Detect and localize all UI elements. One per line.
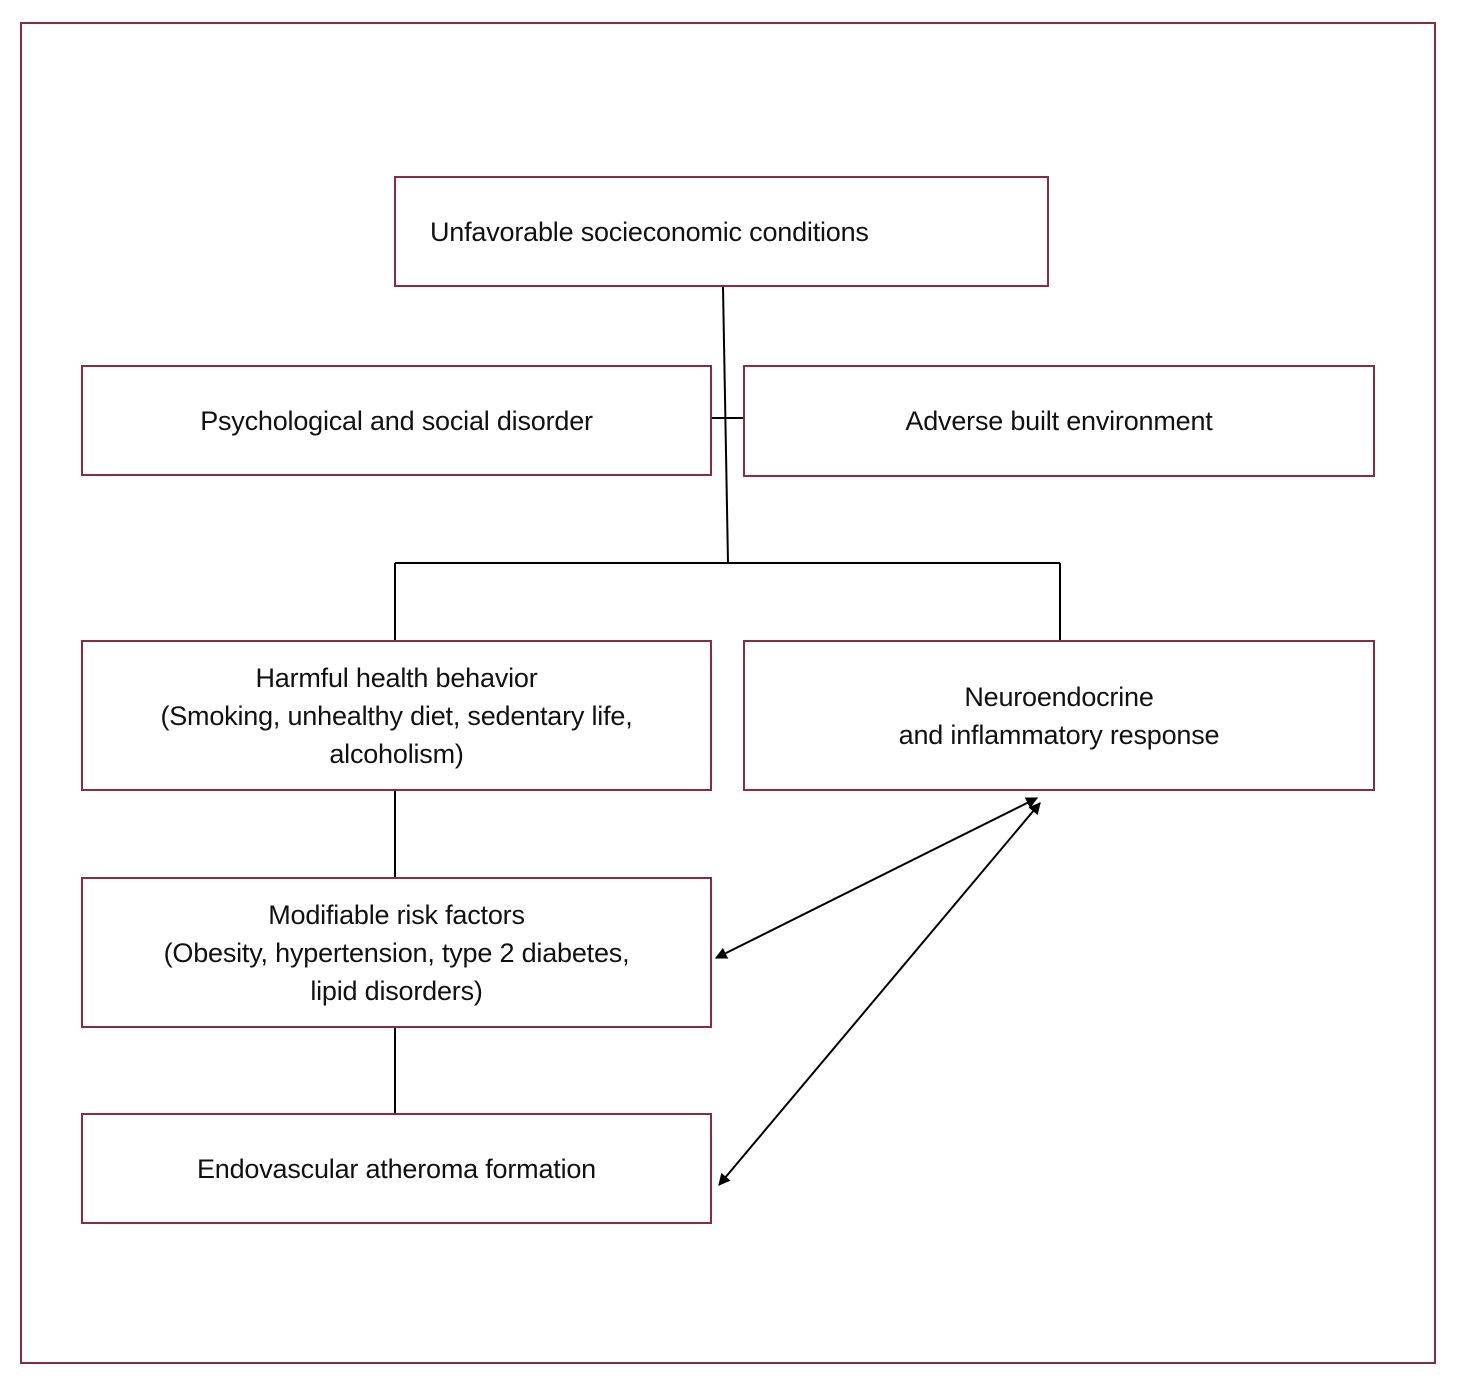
node-harmful-health-behavior: Harmful health behavior (Smoking, unheal… [81,640,712,791]
node-title: Neuroendocrine [964,681,1154,712]
node-detail: lipid disorders) [310,975,483,1006]
node-adverse-built-environment: Adverse built environment [743,365,1375,477]
node-modifiable-risk-factors: Modifiable risk factors (Obesity, hypert… [81,877,712,1028]
diagram-frame [20,22,1436,1364]
node-title: Harmful health behavior [255,662,538,693]
node-detail: alcoholism) [329,738,464,769]
node-psychological-social-disorder: Psychological and social disorder [81,365,712,476]
edge-top-trunk [722,286,729,564]
node-text: Psychological and social disorder [200,405,593,436]
node-unfavorable-socioeconomic-conditions: Unfavorable socieconomic conditions [394,176,1049,287]
arrow-neuro-risk [714,797,1039,959]
node-endovascular-atheroma-formation: Endovascular atheroma formation [81,1113,712,1224]
node-detail: (Smoking, unhealthy diet, sedentary life… [160,700,633,731]
node-neuroendocrine-inflammatory-response: Neuroendocrine and inflammatory response [743,640,1375,791]
node-text: Unfavorable socieconomic conditions [430,216,869,247]
node-detail: (Obesity, hypertension, type 2 diabetes, [163,937,630,968]
node-title: and inflammatory response [898,719,1220,750]
node-text: Adverse built environment [905,406,1213,436]
arrow-neuro-endo [718,802,1041,1186]
node-text: Endovascular atheroma formation [196,1153,596,1184]
node-title: Modifiable risk factors [268,899,525,930]
